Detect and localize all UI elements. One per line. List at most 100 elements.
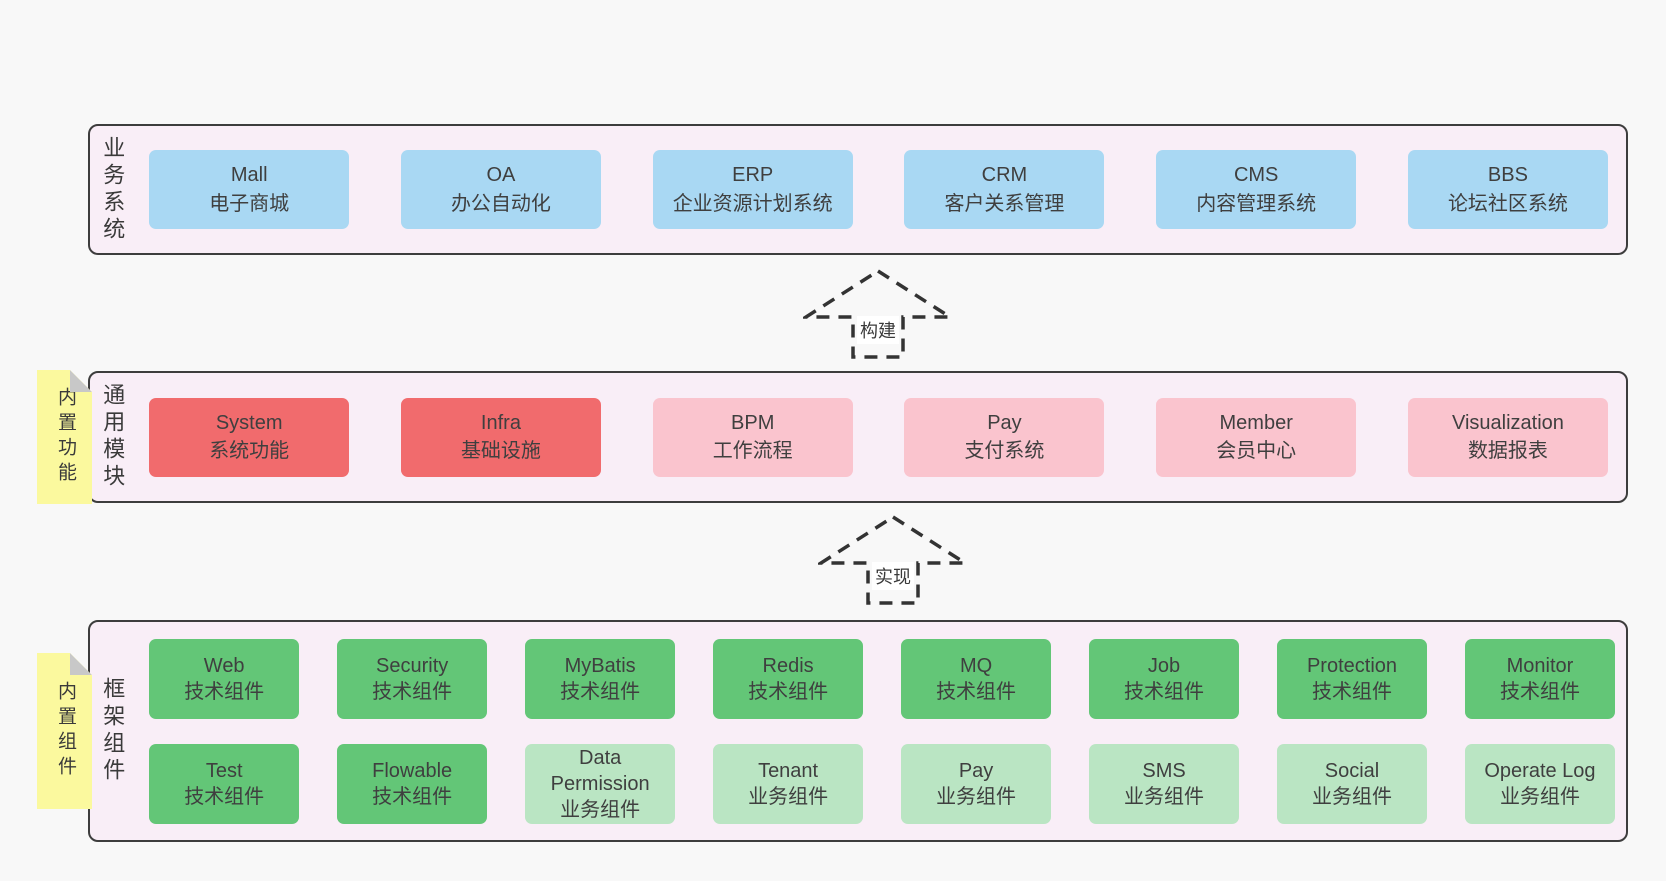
box-protection: Protection 技术组件: [1277, 638, 1427, 719]
box-subtitle: 业务组件: [748, 785, 829, 808]
box-title: System: [215, 411, 283, 434]
box-subtitle: 电子商城: [209, 192, 290, 215]
band-business-label: 业务系统: [100, 135, 126, 244]
box-mq: MQ 技术组件: [901, 638, 1052, 719]
box-subtitle: 技术组件: [560, 680, 641, 703]
band-components-label: 框架组件: [100, 677, 126, 785]
box-title: Visualization: [1451, 411, 1564, 434]
box-title: BPM: [731, 411, 775, 434]
box-subtitle: 客户关系管理: [944, 192, 1065, 215]
components-row-1: Web 技术组件 Security 技术组件 MyBatis 技术组件 Redi…: [149, 638, 1615, 719]
box-title: Test: [205, 759, 243, 782]
box-title: CRM: [981, 164, 1028, 187]
box-pay-system: Pay 支付系统: [904, 397, 1105, 477]
box-test: Test 技术组件: [149, 743, 300, 824]
sticky-note-label: 内置功能: [54, 387, 76, 487]
box-title: Monitor: [1506, 654, 1574, 677]
box-title: Security: [376, 654, 449, 677]
box-cms: CMS 内容管理系统: [1156, 150, 1357, 229]
box-subtitle: 技术组件: [184, 785, 265, 808]
box-visualization: Visualization 数据报表: [1407, 397, 1608, 477]
components-rows: Web 技术组件 Security 技术组件 MyBatis 技术组件 Redi…: [124, 638, 1626, 824]
box-bbs: BBS 论坛社区系统: [1407, 150, 1608, 229]
implement-arrow: 实现: [818, 514, 968, 606]
band-framework-components: 框架组件 Web 技术组件 Security 技术组件 MyBatis 技术组件…: [88, 620, 1628, 842]
sticky-note-label: 内置组件: [54, 681, 76, 781]
box-subtitle: 会员中心: [1216, 440, 1297, 462]
modules-boxes: System 系统功能 Infra 基础设施 BPM 工作流程 Pay 支付系统…: [124, 397, 1626, 477]
box-flowable: Flowable 技术组件: [337, 743, 488, 824]
box-subtitle: 技术组件: [1312, 680, 1392, 703]
box-subtitle: 技术组件: [1499, 680, 1580, 703]
box-system: System 系统功能: [149, 397, 350, 477]
box-title: Mall: [230, 164, 268, 187]
implement-arrow-label: 实现: [872, 562, 914, 590]
box-title: Flowable: [372, 759, 453, 782]
box-subtitle: 内容管理系统: [1196, 192, 1317, 215]
box-subtitle: 业务组件: [1124, 785, 1205, 808]
sticky-note-built-in-features: 内置功能: [37, 370, 92, 504]
box-subtitle: 技术组件: [372, 680, 453, 703]
box-title: Pay: [987, 411, 1022, 434]
box-title: Social: [1324, 759, 1380, 782]
box-subtitle: 基础设施: [460, 440, 541, 462]
box-title: Member: [1219, 411, 1293, 434]
build-arrow-label: 构建: [857, 316, 899, 344]
box-operate-log: Operate Log 业务组件: [1464, 743, 1615, 824]
box-subtitle: 企业资源计划系统: [672, 192, 833, 215]
components-row-2: Test 技术组件 Flowable 技术组件 Data Permission …: [149, 743, 1615, 824]
box-mybatis: MyBatis 技术组件: [525, 638, 676, 719]
box-bpm: BPM 工作流程: [652, 397, 853, 477]
sticky-note-built-in-components: 内置组件: [37, 653, 92, 809]
box-crm: CRM 客户关系管理: [904, 150, 1105, 229]
box-sms: SMS 业务组件: [1089, 743, 1240, 824]
box-title: Web: [203, 654, 245, 677]
box-member: Member 会员中心: [1156, 397, 1357, 477]
box-subtitle: 技术组件: [1124, 680, 1205, 703]
box-title: MyBatis: [564, 654, 636, 677]
box-subtitle: 业务组件: [560, 798, 641, 821]
box-data-permission: Data Permission 业务组件: [525, 743, 676, 824]
box-subtitle: 支付系统: [964, 440, 1045, 462]
box-title: Pay: [958, 759, 994, 782]
box-title: BBS: [1487, 164, 1528, 187]
band-common-modules: 通用模块 System 系统功能 Infra 基础设施 BPM 工作流程 Pay…: [88, 371, 1628, 503]
box-web: Web 技术组件: [149, 638, 300, 719]
box-security: Security 技术组件: [337, 638, 488, 719]
band-business-systems: 业务系统 Mall 电子商城 OA 办公自动化 ERP 企业资源计划系统 CRM…: [88, 124, 1628, 255]
box-tenant: Tenant 业务组件: [713, 743, 864, 824]
box-subtitle: 办公自动化: [450, 192, 551, 215]
box-subtitle: 技术组件: [372, 785, 453, 808]
box-title: Protection: [1306, 654, 1398, 677]
box-subtitle: 技术组件: [184, 680, 265, 703]
box-title: OA: [486, 164, 516, 187]
business-boxes: Mall 电子商城 OA 办公自动化 ERP 企业资源计划系统 CRM 客户关系…: [124, 150, 1626, 229]
box-social: Social 业务组件: [1277, 743, 1427, 824]
band-modules-label: 通用模块: [100, 383, 126, 491]
box-subtitle: 系统功能: [209, 440, 290, 462]
box-title: ERP: [732, 164, 774, 187]
box-title: CMS: [1233, 164, 1279, 187]
box-subtitle: 业务组件: [1499, 785, 1580, 808]
box-title: Operate Log: [1484, 759, 1596, 782]
box-subtitle: 数据报表: [1467, 440, 1548, 462]
box-oa: OA 办公自动化: [400, 150, 601, 229]
box-subtitle: 技术组件: [748, 680, 829, 703]
box-title: Job: [1147, 654, 1181, 677]
box-redis: Redis 技术组件: [713, 638, 864, 719]
dashed-up-arrow-icon: [803, 268, 953, 359]
box-title: MQ: [959, 654, 993, 677]
box-job: Job 技术组件: [1089, 638, 1240, 719]
box-mall: Mall 电子商城: [149, 150, 350, 229]
box-title: Data Permission: [550, 746, 650, 795]
box-infra: Infra 基础设施: [400, 397, 601, 477]
dashed-up-arrow-icon: [818, 514, 968, 605]
box-subtitle: 业务组件: [936, 785, 1017, 808]
box-erp: ERP 企业资源计划系统: [652, 150, 853, 229]
box-pay-component: Pay 业务组件: [901, 743, 1052, 824]
box-subtitle: 论坛社区系统: [1447, 192, 1568, 215]
build-arrow: 构建: [803, 268, 953, 360]
box-title: SMS: [1142, 759, 1186, 782]
box-subtitle: 工作流程: [712, 440, 793, 462]
